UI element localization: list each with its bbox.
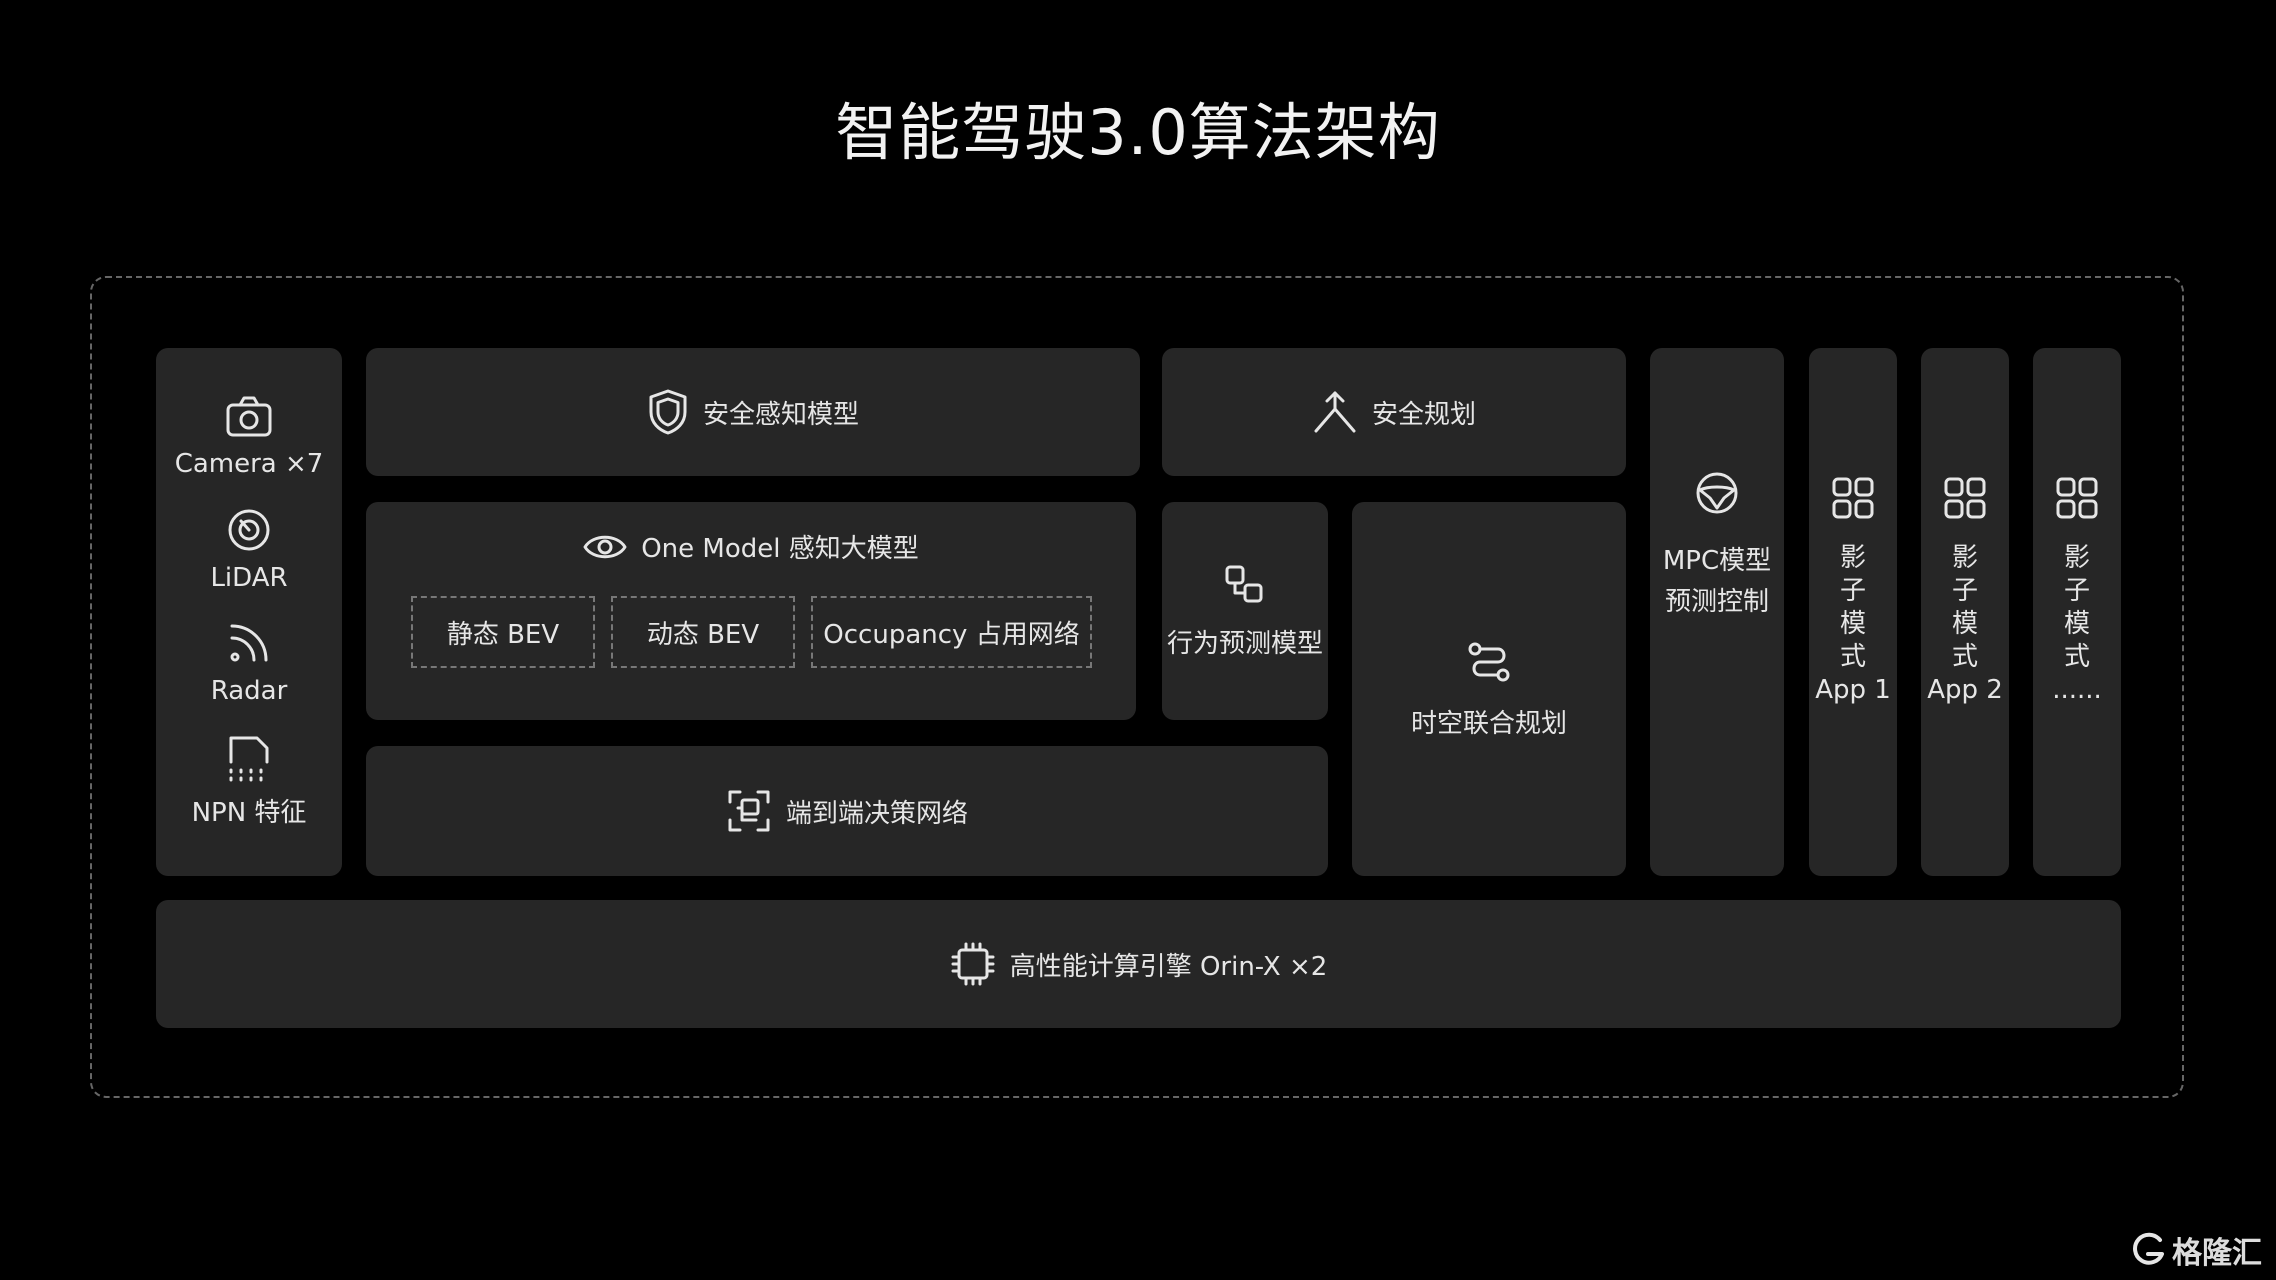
page-title: 智能驾驶3.0算法架构 bbox=[835, 96, 1441, 169]
app-suffix: App 1 bbox=[1815, 675, 1891, 705]
chip-icon bbox=[951, 942, 995, 986]
radar-icon bbox=[230, 624, 268, 662]
safety-planning-label: 安全规划 bbox=[1371, 399, 1476, 430]
e2e-decision-label: 端到端决策网络 bbox=[785, 798, 968, 829]
watermark-text: 格隆汇 bbox=[2172, 1236, 2262, 1271]
eye-icon bbox=[583, 535, 627, 558]
shadow-app-2: 影 子 模 式 App 2 bbox=[1921, 348, 2009, 876]
char: 影 bbox=[1951, 543, 1978, 573]
sensor-label: NPN 特征 bbox=[191, 797, 307, 828]
mpc-label-line1: MPC模型 bbox=[1662, 546, 1772, 576]
sensors-panel: Camera ×7 LiDAR Radar NPN 特征 bbox=[156, 348, 342, 876]
lidar-icon bbox=[228, 509, 270, 551]
sensor-label: Camera ×7 bbox=[174, 449, 324, 480]
mpc-block: MPC模型 预测控制 bbox=[1650, 348, 1784, 876]
layers-icon bbox=[1225, 565, 1263, 602]
safety-perception-block: 安全感知模型 bbox=[366, 348, 1140, 476]
char: 式 bbox=[2063, 642, 2090, 672]
sensor-label: Radar bbox=[210, 676, 288, 707]
char: 模 bbox=[1951, 609, 1978, 639]
static-bev-box: 静态 BEV bbox=[411, 596, 595, 668]
e2e-decision-block: 端到端决策网络 bbox=[366, 746, 1328, 876]
app-grid-icon bbox=[1944, 477, 1986, 519]
sensor-radar: Radar bbox=[210, 620, 288, 707]
shadow-mode-text: 影 子 模 式 App 1 bbox=[1815, 542, 1891, 707]
char: 模 bbox=[1839, 609, 1866, 639]
one-model-label: One Model 感知大模型 bbox=[641, 534, 919, 564]
app-suffix: App 2 bbox=[1927, 675, 2003, 705]
safety-planning-block: 安全规划 bbox=[1162, 348, 1626, 476]
behavior-prediction-label: 行为预测模型 bbox=[1166, 628, 1323, 659]
occupancy-box: Occupancy 占用网络 bbox=[811, 596, 1092, 668]
app-grid-icon bbox=[1832, 477, 1874, 519]
char: 式 bbox=[1839, 642, 1866, 672]
app-suffix: ...... bbox=[2052, 675, 2102, 705]
spatiotemporal-planning-label: 时空联合规划 bbox=[1410, 708, 1567, 739]
char: 子 bbox=[1839, 576, 1866, 606]
safety-perception-label: 安全感知模型 bbox=[702, 399, 859, 430]
sensor-lidar: LiDAR bbox=[210, 507, 288, 593]
watermark: 格隆汇 bbox=[2130, 1228, 2262, 1272]
app-grid-icon bbox=[2056, 477, 2098, 519]
compute-engine-label: 高性能计算引擎 Orin-X ×2 bbox=[1009, 951, 1328, 982]
camera-icon bbox=[226, 396, 272, 437]
char: 影 bbox=[1839, 543, 1866, 573]
char: 式 bbox=[1951, 642, 1978, 672]
shadow-mode-text: 影 子 模 式 ...... bbox=[2052, 542, 2102, 707]
sensor-npn: NPN 特征 bbox=[191, 734, 307, 829]
char: 模 bbox=[2063, 609, 2090, 639]
dynamic-bev-box: 动态 BEV bbox=[611, 596, 795, 668]
sensor-label: LiDAR bbox=[210, 562, 288, 593]
char: 影 bbox=[2063, 543, 2090, 573]
shadow-mode-text: 影 子 模 式 App 2 bbox=[1927, 542, 2003, 707]
scan-focus-icon bbox=[728, 790, 770, 832]
route-icon bbox=[1468, 642, 1510, 681]
behavior-prediction-block: 行为预测模型 bbox=[1162, 502, 1328, 720]
shield-icon bbox=[649, 389, 687, 435]
steering-wheel-icon bbox=[1696, 472, 1738, 514]
sensor-camera: Camera ×7 bbox=[174, 395, 324, 480]
char: 子 bbox=[2063, 576, 2090, 606]
shadow-app-3: 影 子 模 式 ...... bbox=[2033, 348, 2121, 876]
gelonghui-logo-icon bbox=[2133, 1232, 2164, 1265]
char: 子 bbox=[1951, 576, 1978, 606]
spatiotemporal-planning-block: 时空联合规划 bbox=[1352, 502, 1626, 876]
compute-engine-block: 高性能计算引擎 Orin-X ×2 bbox=[156, 900, 2121, 1028]
shadow-app-1: 影 子 模 式 App 1 bbox=[1809, 348, 1897, 876]
merge-arrow-icon bbox=[1314, 391, 1356, 433]
architecture-frame bbox=[90, 276, 2184, 1098]
mpc-label-line2: 预测控制 bbox=[1664, 587, 1769, 617]
npn-file-icon bbox=[229, 736, 269, 782]
